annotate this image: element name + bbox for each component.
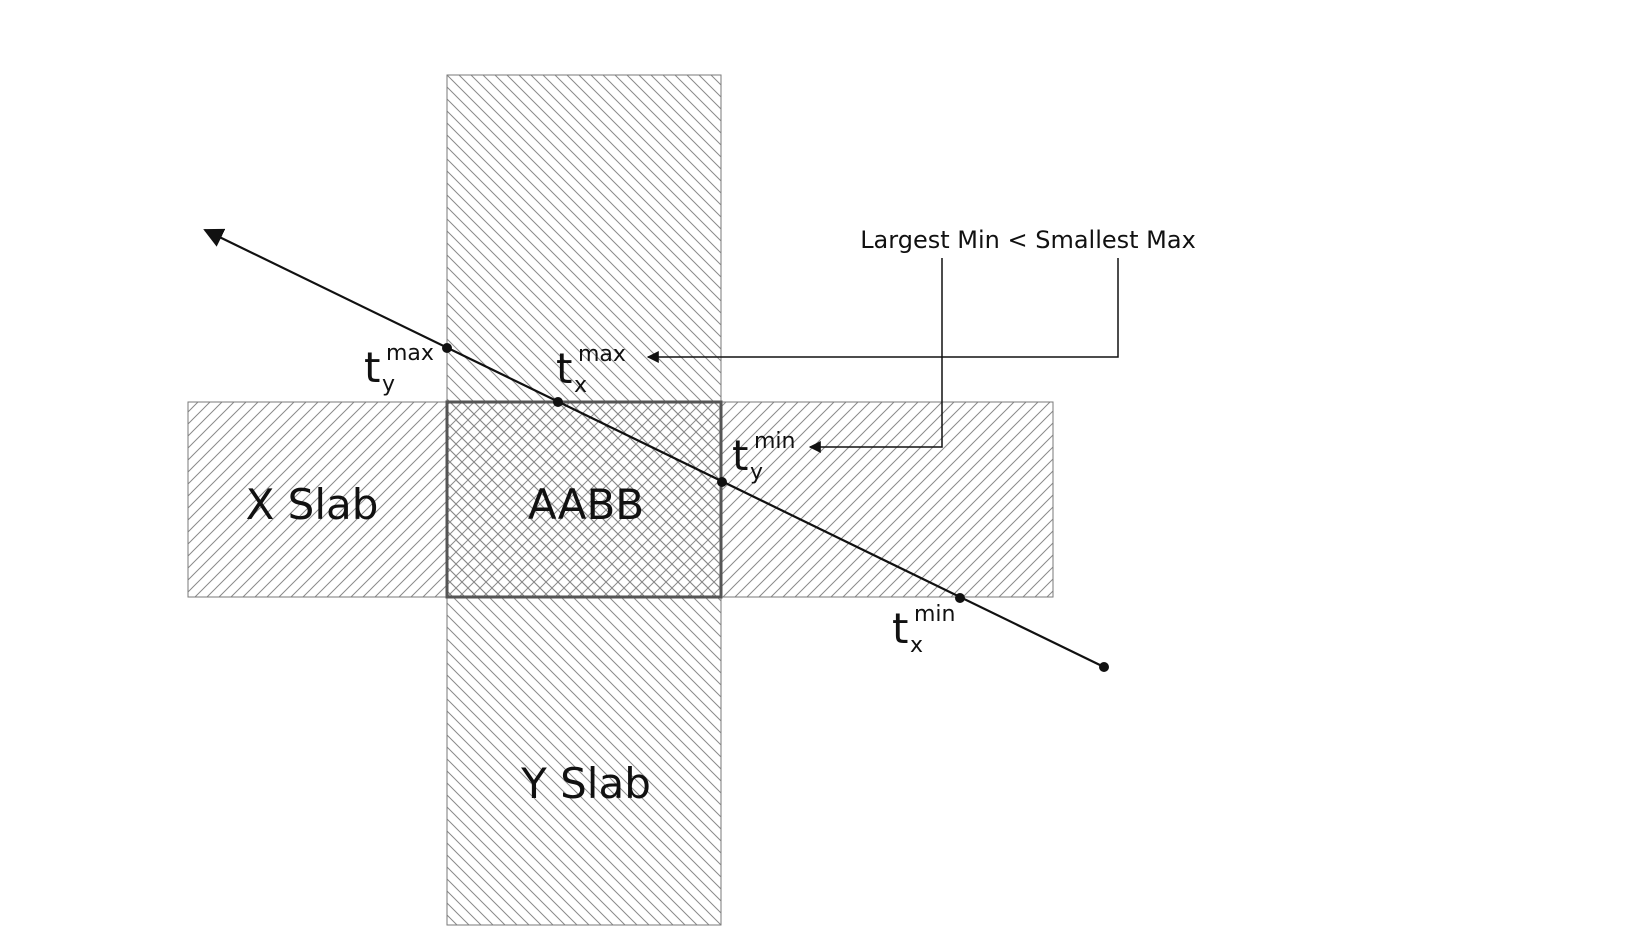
tx-min-label: t x min: [892, 602, 956, 658]
ty-max-label: t y max: [364, 341, 434, 397]
svg-text:t: t: [364, 343, 380, 392]
callout-text: Largest Min < Smallest Max: [860, 226, 1196, 254]
ray-origin-point: [1099, 662, 1109, 672]
callout-arrow-largest-min: [808, 258, 943, 453]
y-slab-label: Y Slab: [520, 759, 651, 808]
svg-text:min: min: [754, 429, 796, 454]
aabb-region: [445, 400, 723, 599]
x-slab-label: X Slab: [246, 480, 379, 529]
svg-text:t: t: [556, 344, 572, 393]
ty-min-point: [717, 477, 727, 487]
ray-line: [203, 228, 1105, 668]
svg-text:t: t: [732, 431, 748, 480]
svg-text:y: y: [750, 460, 763, 485]
tx-min-point: [955, 593, 965, 603]
svg-text:x: x: [574, 373, 587, 398]
svg-text:max: max: [578, 342, 626, 367]
svg-text:x: x: [910, 633, 923, 658]
callout-arrow-smallest-max: [646, 258, 1119, 363]
aabb-label: AABB: [528, 480, 644, 529]
svg-text:t: t: [892, 604, 908, 653]
ty-max-point: [442, 343, 452, 353]
tx-max-label: t x max: [556, 342, 626, 398]
svg-text:max: max: [386, 341, 434, 366]
svg-text:y: y: [382, 372, 395, 397]
tx-max-point: [553, 397, 563, 407]
svg-text:min: min: [914, 602, 956, 627]
ty-min-label: t y min: [732, 429, 796, 485]
